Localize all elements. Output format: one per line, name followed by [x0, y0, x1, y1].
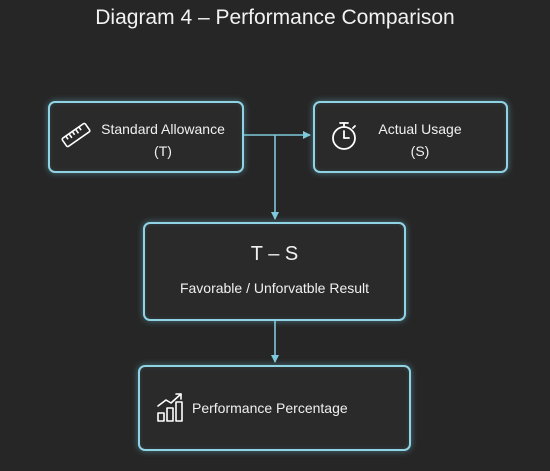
standard-allowance-label: Standard Allowance — [101, 121, 225, 137]
difference-formula: T – S — [250, 243, 299, 265]
diagram-title: Diagram 4 – Performance Comparison — [95, 6, 455, 29]
ruler-icon — [61, 122, 91, 148]
difference-result-label: Favorable / Unforvatble Result — [179, 280, 370, 296]
performance-percentage-label: Performance Percentage — [192, 400, 348, 416]
difference-node — [143, 222, 406, 321]
standard-allowance-symbol: (T) — [154, 143, 172, 159]
actual-usage-symbol: (S) — [410, 143, 430, 159]
performance-percentage-node — [138, 365, 411, 451]
actual-usage-node — [313, 101, 508, 173]
actual-usage-label: Actual Usage — [378, 121, 462, 137]
bar-chart-growth-icon — [157, 393, 183, 422]
stopwatch-icon — [332, 122, 356, 150]
